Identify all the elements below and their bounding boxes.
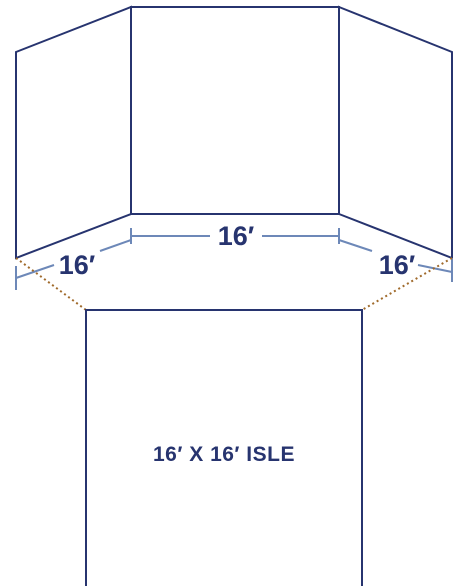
left-dimension-label: 16′ (59, 250, 96, 280)
center-dimension: 16′ (130, 221, 340, 251)
right-wall-panel (338, 5, 453, 260)
right-dimension-label: 16′ (379, 250, 416, 280)
center-dimension-label: 16′ (218, 221, 255, 251)
right-dim-line-a (338, 239, 373, 252)
left-dim-line-a (15, 264, 55, 279)
center-wall-panel (130, 6, 340, 215)
left-wall-panel (15, 5, 132, 260)
right-dotted-connector (361, 257, 453, 311)
left-dim-line-b (99, 239, 132, 252)
isle-area (85, 309, 363, 586)
isle-label: 16′ X 16′ ISLE (153, 443, 295, 466)
right-dim-line-b (417, 264, 453, 273)
right-dimension: 16′ (338, 239, 453, 282)
left-dimension: 16′ (15, 232, 132, 290)
